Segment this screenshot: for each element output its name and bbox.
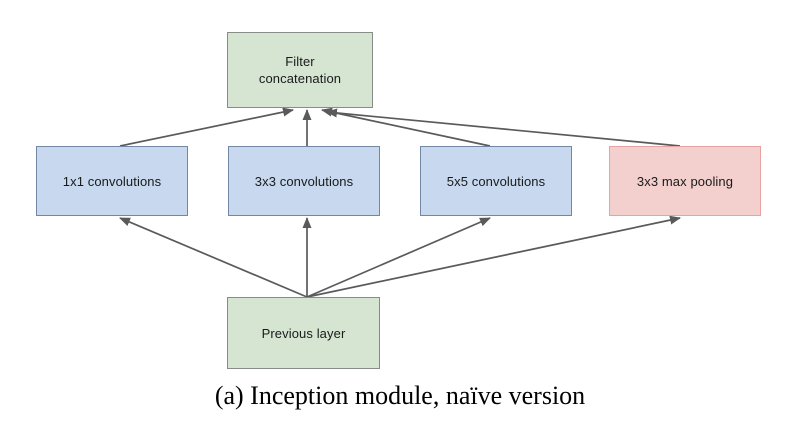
edge-maxpool-3x3-to-filter-concat — [326, 108, 681, 147]
node-previous-layer[interactable]: Previous layer — [227, 297, 380, 369]
diagram-edges — [119, 107, 681, 298]
node-filter-concatenation[interactable]: Filter concatenation — [227, 32, 373, 108]
node-previous-layer-label: Previous layer — [261, 325, 346, 341]
edge-previous-layer-to-maxpool-3x3 — [306, 215, 681, 298]
node-filter-concatenation-label: Filter concatenation — [258, 54, 342, 86]
edge-previous-layer-to-conv-1x1 — [119, 217, 308, 298]
inception-module-diagram: Filter concatenation 1x1 convolutions 3x… — [36, 32, 761, 369]
node-conv-1x1-label: 1x1 convolutions — [62, 173, 162, 189]
node-conv-5x5[interactable]: 5x5 convolutions — [420, 146, 572, 216]
figure-caption: (a) Inception module, naïve version — [214, 381, 586, 410]
node-conv-5x5-label: 5x5 convolutions — [446, 173, 546, 189]
edge-conv-1x1-to-filter-concat — [119, 107, 294, 147]
node-conv-1x1[interactable]: 1x1 convolutions — [36, 146, 188, 216]
node-maxpool-3x3-label: 3x3 max pooling — [636, 173, 734, 189]
edge-previous-layer-to-conv-5x5 — [306, 217, 491, 298]
node-maxpool-3x3[interactable]: 3x3 max pooling — [609, 146, 761, 216]
node-conv-3x3-label: 3x3 convolutions — [254, 173, 354, 189]
node-conv-3x3[interactable]: 3x3 convolutions — [228, 146, 380, 216]
edge-conv-5x5-to-filter-concat — [321, 107, 491, 147]
